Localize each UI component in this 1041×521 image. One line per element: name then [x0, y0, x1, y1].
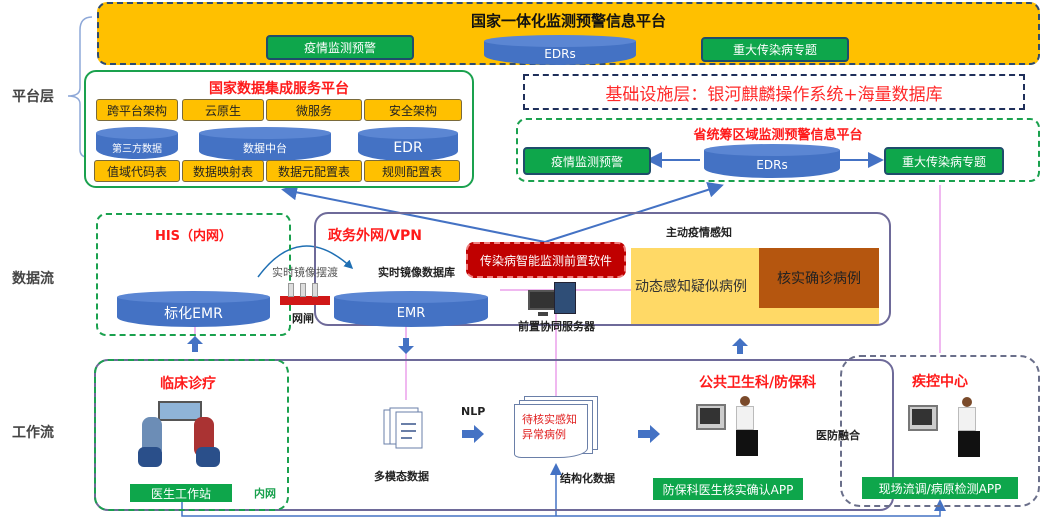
down-arrow-icon	[398, 338, 414, 354]
right-arrow-icon	[638, 425, 660, 443]
national-warning-box: 疫情监测预警	[266, 35, 414, 60]
cylinder-third-party-label: 第三方数据	[112, 143, 162, 155]
emr-cylinder: EMR	[334, 291, 488, 327]
cylinder-third-party: 第三方数据	[96, 127, 178, 159]
layer-label-platform: 平台层	[12, 89, 54, 105]
national-edrs-label: EDRs	[544, 47, 576, 61]
suspected-cases-label: 动态感知疑似病例	[635, 279, 747, 295]
clinical-area: 临床诊疗 医生工作站 内网	[94, 359, 289, 511]
tag-security: 安全架构	[364, 99, 462, 121]
cylinder-data-center: 数据中台	[199, 127, 331, 161]
up-arrow-icon	[187, 336, 203, 352]
standardized-emr-label: 标化EMR	[164, 306, 223, 322]
operator-at-computer-icon	[908, 397, 988, 467]
integration-platform: 国家数据集成服务平台 跨平台架构 云原生 微服务 安全架构 第三方数据 数据中台…	[84, 70, 474, 188]
cdc-app-box: 现场流调/病原检测APP	[862, 477, 1018, 499]
intranet-label: 内网	[254, 487, 276, 500]
tag-cross-platform: 跨平台架构	[96, 99, 178, 121]
public-health-title: 公共卫生科/防保科	[699, 375, 817, 391]
standardized-emr-cylinder: 标化EMR	[117, 291, 270, 327]
vpn-network: 政务外网/VPN 实时镜像数据库 EMR 传染病智能监测前置软件 前置协同服务器…	[314, 212, 891, 333]
clinical-title: 临床诊疗	[160, 376, 216, 392]
cylinder-edr-label: EDR	[393, 140, 423, 156]
provincial-platform: 省统筹区域监测预警信息平台 疫情监测预警 EDRs 重大传染病专题	[516, 118, 1040, 182]
cdc-title: 疾控中心	[912, 374, 968, 390]
cylinder-data-center-label: 数据中台	[243, 142, 287, 155]
vpn-title: 政务外网/VPN	[328, 228, 422, 244]
nlp-label: NLP	[461, 405, 486, 418]
multimodal-label: 多模态数据	[374, 470, 429, 483]
upload-line-national	[281, 184, 546, 243]
infrastructure-layer: 基础设施层：银河麒麟操作系统+海量数据库	[523, 74, 1025, 110]
tag-mapping-table: 数据映射表	[182, 160, 264, 182]
provincial-edrs-label: EDRs	[756, 158, 788, 172]
server-label: 前置协同服务器	[518, 320, 595, 333]
cdc-area: 疾控中心 现场流调/病原检测APP	[840, 355, 1040, 507]
platform-brace	[67, 16, 93, 159]
up-arrow-icon	[732, 338, 748, 354]
cylinder-edr: EDR	[358, 127, 458, 161]
tag-element-config: 数据元配置表	[266, 160, 362, 182]
tag-rule-config: 规则配置表	[364, 160, 460, 182]
perception-title: 主动疫情感知	[666, 226, 732, 239]
emr-label: EMR	[396, 305, 426, 321]
operator-at-computer-icon	[692, 396, 772, 466]
provincial-platform-title: 省统筹区域监测预警信息平台	[693, 128, 863, 143]
tag-microservice: 微服务	[266, 99, 362, 121]
doctors-at-workstation-icon	[134, 397, 226, 481]
right-arrow-icon	[462, 425, 484, 443]
mirror-arc	[257, 245, 354, 278]
pending-case-label: 待核实感知 异常病例	[522, 413, 577, 441]
national-edrs-cylinder: EDRs	[484, 35, 636, 65]
firewall-icon	[280, 283, 330, 305]
doctor-workstation-box: 医生工作站	[130, 484, 232, 502]
server-icon	[528, 282, 584, 318]
mirror-ferry-label: 实时镜像摆渡	[272, 266, 338, 279]
medical-prevention-fusion-label: 医防融合	[816, 429, 860, 442]
integration-platform-title: 国家数据集成服务平台	[209, 81, 349, 97]
national-topic-box: 重大传染病专题	[701, 37, 849, 62]
provincial-warning-box: 疫情监测预警	[523, 147, 651, 175]
gateway-label: 网闸	[292, 312, 314, 325]
tag-cloud-native: 云原生	[182, 99, 264, 121]
upload-line-provincial	[544, 182, 724, 243]
structured-data-label: 结构化数据	[560, 472, 615, 485]
mirror-db-label: 实时镜像数据库	[378, 266, 455, 279]
smart-monitoring-software: 传染病智能监测前置软件	[466, 242, 626, 278]
national-platform: 国家一体化监测预警信息平台 疫情监测预警 EDRs 重大传染病专题	[97, 2, 1040, 65]
document-stack-icon	[382, 404, 426, 450]
his-intranet: HIS（内网） 标化EMR	[96, 213, 291, 336]
public-health-app-box: 防保科医生核实确认APP	[653, 478, 803, 500]
national-platform-title: 国家一体化监测预警信息平台	[470, 12, 666, 30]
provincial-edrs-cylinder: EDRs	[704, 144, 840, 178]
his-title: HIS（内网）	[154, 229, 233, 244]
provincial-topic-box: 重大传染病专题	[884, 147, 1004, 175]
confirmed-cases-box: 核实确诊病例	[759, 248, 879, 308]
pending-case-document: 待核实感知 异常病例	[514, 396, 598, 458]
tag-code-table: 值域代码表	[94, 160, 180, 182]
layer-label-dataflow: 数据流	[12, 271, 54, 287]
layer-label-workflow: 工作流	[12, 425, 54, 441]
perception-panel: 动态感知疑似病例 核实确诊病例	[631, 248, 879, 324]
